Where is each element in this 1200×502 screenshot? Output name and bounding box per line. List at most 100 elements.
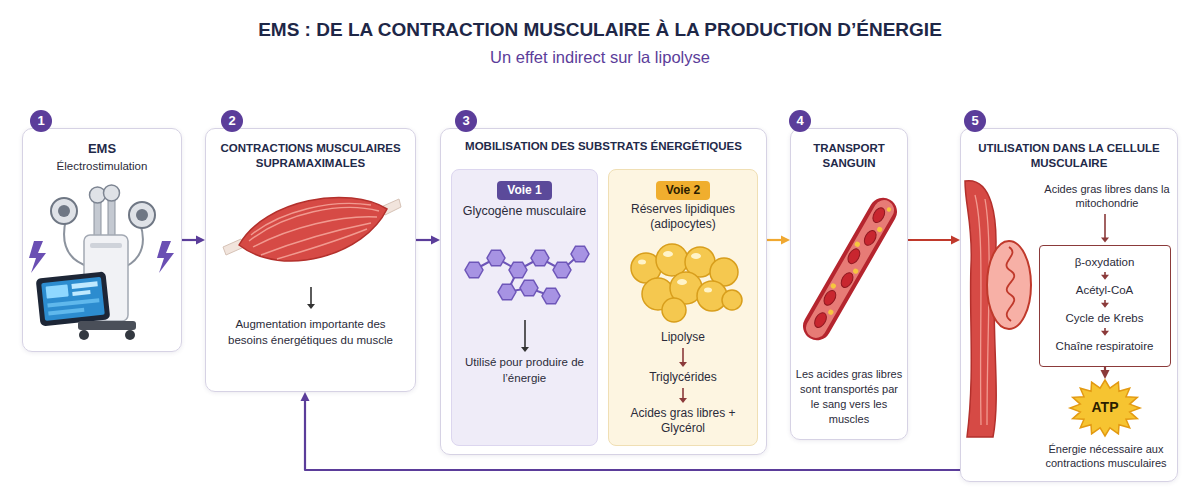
mitochondria-illustration-part bbox=[987, 241, 1031, 329]
glycogen-illustration bbox=[460, 230, 591, 316]
panel-heading: MOBILISATION DES SUBSTRATS ÉNERGÉTIQUES bbox=[445, 139, 762, 153]
panel-heading: EMS bbox=[23, 141, 181, 157]
glycogen-illustration-part bbox=[520, 280, 538, 296]
step-panel: EMS Électrostimulation bbox=[22, 128, 182, 352]
connector-line bbox=[416, 239, 433, 241]
flow-arrow-head bbox=[679, 398, 687, 403]
node-text: Acétyl-CoA bbox=[1041, 283, 1168, 297]
flow-arrow bbox=[1099, 300, 1111, 308]
callout-number: 3 bbox=[455, 110, 477, 132]
adipocyte-illustration bbox=[624, 238, 744, 324]
text-slot: 1 bbox=[30, 110, 52, 132]
step-panel: UTILISATION DANS LA CELLULE MUSCULAIRE Ac… bbox=[960, 128, 1178, 482]
step-panel: CONTRACTIONS MUSCULAIRES SUPRAMAXIMALES A… bbox=[205, 128, 416, 392]
arrow-head bbox=[1101, 370, 1110, 379]
ems-device-illustration-part bbox=[46, 284, 69, 298]
blood-vessel-illustration-part bbox=[822, 288, 839, 307]
adipocyte-illustration-part bbox=[691, 253, 701, 259]
node-text: Énergie nécessaire aux contractions musc… bbox=[1037, 443, 1175, 471]
connector-arrow bbox=[767, 236, 790, 245]
flow-arrow-head bbox=[1101, 303, 1109, 308]
mitochondria-illustration-part bbox=[985, 199, 989, 425]
mitochondria-illustration-part bbox=[975, 195, 981, 425]
muscle-illustration-part bbox=[277, 229, 367, 259]
step-panel: TRANSPORT SANGUIN Les acides gras libres … bbox=[790, 128, 908, 440]
ems-device-illustration-part bbox=[47, 298, 99, 307]
ems-device-illustration-part bbox=[129, 202, 155, 228]
mitochondria-illustration bbox=[963, 175, 1035, 441]
callout-number: 1 bbox=[30, 110, 52, 132]
glycogen-illustration-part bbox=[465, 262, 483, 278]
text-slot: 4 bbox=[789, 110, 811, 132]
panel-heading: UTILISATION DANS LA CELLULE MUSCULAIRE bbox=[967, 141, 1171, 171]
pathway-badge: Voie 1 bbox=[497, 181, 551, 200]
mitochondria-illustration-part bbox=[1006, 247, 1014, 321]
muscle-illustration-part bbox=[261, 223, 371, 255]
glycogen-illustration-part bbox=[542, 288, 560, 304]
connector-line bbox=[767, 239, 783, 241]
text-slot: Un effet indirect sur la lipolyse bbox=[0, 47, 1200, 68]
panel-heading: CONTRACTIONS MUSCULAIRES SUPRAMAXIMALES bbox=[214, 141, 407, 171]
text-slot: Les acides gras libres sont transportés … bbox=[795, 367, 903, 426]
node-text: Électrostimulation bbox=[23, 159, 181, 173]
pathway-badge: Voie 2 bbox=[656, 181, 710, 200]
muscle-illustration bbox=[221, 177, 402, 283]
diagram-title: EMS : DE LA CONTRACTION MUSCULAIRE À LA … bbox=[0, 18, 1200, 42]
connector-line bbox=[182, 239, 198, 241]
ems-device-illustration-part bbox=[48, 308, 84, 316]
flow-arrow-line bbox=[524, 320, 526, 348]
blood-vessel-illustration-part bbox=[870, 206, 887, 225]
process-box: β-oxydationAcétyl-CoA Cycle de KrebsChaîn… bbox=[1039, 245, 1171, 367]
arrow-head bbox=[781, 236, 790, 245]
flow-arrow bbox=[1099, 328, 1111, 336]
adipocyte-illustration-part bbox=[704, 288, 712, 293]
flow-arrow bbox=[1099, 272, 1111, 280]
flow-arrow-line bbox=[682, 388, 684, 399]
text-slot: Chaîne respiratoire bbox=[1041, 339, 1168, 353]
flow-arrow-head bbox=[679, 362, 687, 367]
blood-vessel-illustration-part bbox=[852, 268, 859, 275]
arrow-head bbox=[301, 392, 310, 401]
glycogen-illustration-part bbox=[487, 250, 505, 266]
blood-vessel-illustration-part bbox=[798, 193, 902, 346]
node-text: Chaîne respiratoire bbox=[1041, 339, 1168, 353]
text-slot: Utilisé pour produire de l’énergie bbox=[460, 355, 589, 386]
ems-device-illustration-part bbox=[51, 198, 77, 224]
arrow-head bbox=[951, 236, 960, 245]
text-slot: Augmentation importante des besoins éner… bbox=[220, 317, 401, 348]
node-text: Cycle de Krebs bbox=[1041, 311, 1168, 325]
text-slot: 2 bbox=[221, 110, 243, 132]
flow-arrow-head bbox=[1101, 331, 1109, 336]
blood-vessel-illustration-part bbox=[812, 311, 829, 330]
ems-device-illustration-part bbox=[90, 243, 122, 248]
ems-device-illustration-part bbox=[72, 290, 90, 296]
connector-arrow bbox=[416, 236, 440, 245]
subtitle: Un effet indirect sur la lipolyse bbox=[0, 47, 1200, 68]
node-text: Glycogène musculaire bbox=[458, 204, 591, 220]
node-text: β-oxydation bbox=[1041, 255, 1168, 269]
callout-number: 5 bbox=[964, 110, 986, 132]
connector-line bbox=[908, 239, 953, 241]
node-text: Acides gras libres + Glycérol bbox=[619, 406, 747, 436]
node-text: Utilisé pour produire de l’énergie bbox=[460, 355, 589, 386]
blood-vessel-illustration-part bbox=[862, 229, 879, 248]
callout-number: 2 bbox=[221, 110, 243, 132]
flow-arrow-line bbox=[310, 287, 312, 305]
text-slot: β-oxydation bbox=[1041, 255, 1168, 269]
node-text: Lipolyse bbox=[615, 330, 751, 345]
ems-device-illustration-part bbox=[79, 330, 89, 340]
panel-heading: TRANSPORT SANGUIN bbox=[794, 141, 904, 171]
text-slot: EMS : DE LA CONTRACTION MUSCULAIRE À LA … bbox=[0, 18, 1200, 42]
text-slot: EMS bbox=[23, 141, 181, 157]
connector-arrow bbox=[908, 236, 960, 245]
flow-arrow-line bbox=[682, 348, 684, 363]
text-slot: Acides gras libres dans la mitochondrie bbox=[1041, 183, 1173, 211]
blood-vessel-illustration-part bbox=[802, 196, 897, 341]
flow-arrow-head bbox=[307, 304, 315, 309]
ems-device-illustration-part bbox=[125, 330, 135, 340]
flow-arrow-head bbox=[521, 347, 529, 352]
ems-device-illustration-part bbox=[157, 241, 174, 273]
node-text: Acides gras libres dans la mitochondrie bbox=[1041, 183, 1173, 211]
text-slot: Énergie nécessaire aux contractions musc… bbox=[1037, 443, 1175, 471]
